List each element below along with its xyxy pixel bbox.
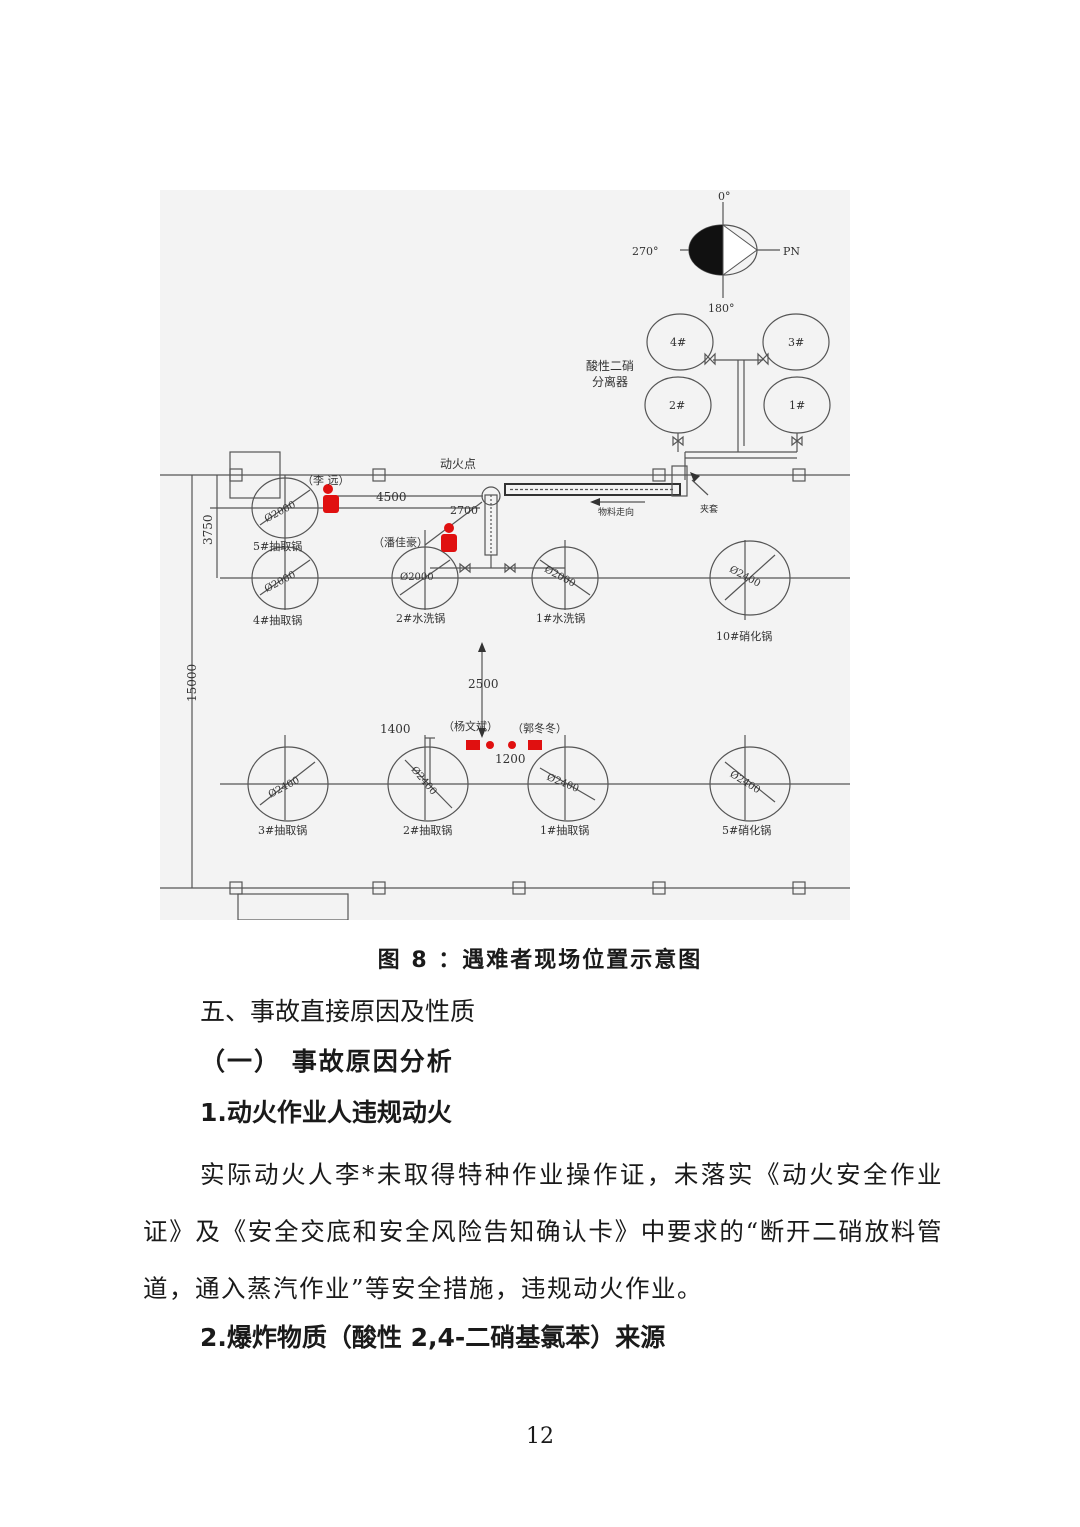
compass-south: 180° [708,302,735,315]
vessel-name: 3#抽取锅 [258,823,307,837]
vessel-dia: Ø2400 [267,775,302,801]
separator-1: 1# [789,399,805,412]
vessel-name: 5#硝化锅 [722,823,771,837]
compass-east: PN [783,245,800,258]
vessel-name: 4#抽取锅 [253,613,302,627]
item1-paragraph: 实际动火人李*未取得特种作业操作证，未落实《动火安全作业证》及《安全交底和安全风… [143,1160,943,1303]
vessel-name: 1#抽取锅 [540,823,589,837]
vessel-dia: Ø2000 [263,499,298,525]
fire-point-label: 动火点 [440,457,476,471]
vessel-name: 5#抽取锅 [253,539,302,553]
vessel-dia: Ø2400 [545,772,580,795]
separator-4: 4# [670,336,686,349]
person-label-guo: （郭冬冬） [512,721,567,735]
site-position-diagram: 0° 270° PN 180° 酸性二硝 分离器 4# 3# 2# 1# 动火点… [160,190,850,920]
figure-caption: 图 8 ：遇难者现场位置示意图 [377,948,703,973]
clamp-label: 夹套 [700,503,718,515]
vessel-dia: Ø2400 [408,765,438,798]
separator-label-2: 分离器 [592,374,628,389]
dim-4500: 4500 [376,490,407,504]
vessel-dia: Ø2000 [263,569,298,595]
person-label-pan: （潘佳豪） [373,535,428,549]
dim-2700: 2700 [450,504,478,517]
person-label-yang: （杨文斌） [443,719,498,733]
separator-3: 3# [788,336,804,349]
material-flow-label: 物料走向 [598,506,634,518]
vessel-name: 1#水洗锅 [536,612,585,625]
dim-2500: 2500 [468,677,499,691]
vessel-name: 10#硝化锅 [716,629,772,643]
separator-label-1: 酸性二硝 [586,358,634,373]
compass-west: 270° [632,245,659,258]
dim-15000: 15000 [185,664,199,702]
vessel-dia: Ø2000 [400,572,434,583]
dim-1200: 1200 [495,752,526,766]
compass-north: 0° [718,190,731,203]
item1-heading: 1.动火作业人违规动火 [200,1098,452,1127]
vessel-name: 2#水洗锅 [396,612,445,625]
dim-3750: 3750 [201,514,215,545]
person-label-li: （李 远） [302,473,350,487]
vessel-name: 2#抽取锅 [403,823,452,837]
subsection-heading: （一） 事故原因分析 [200,1047,454,1076]
page-number: 12 [526,1424,554,1449]
dim-1400: 1400 [380,722,411,736]
separator-2: 2# [669,399,685,412]
item2-heading: 2.爆炸物质（酸性 2,4-二硝基氯苯）来源 [200,1323,666,1352]
section-heading: 五、事故直接原因及性质 [200,997,476,1026]
